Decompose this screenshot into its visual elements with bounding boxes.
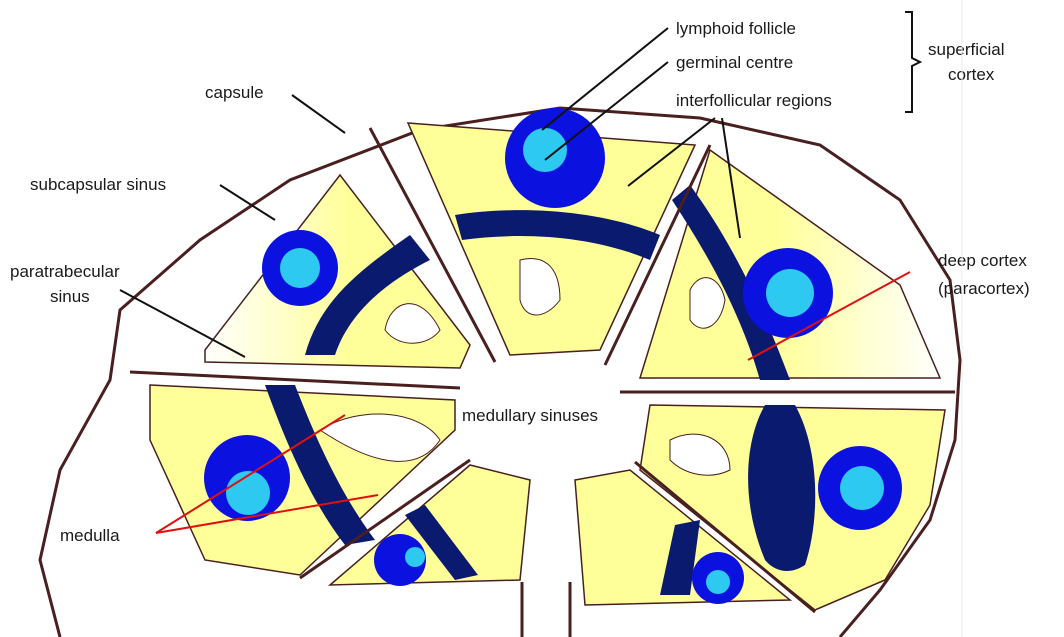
germinal-centre-upper-left <box>280 248 320 288</box>
superficial-cortex-bracket <box>905 12 920 112</box>
germinal-centre-right-upper <box>766 269 814 317</box>
leader-capsule <box>292 95 345 133</box>
label-interfollicular-regions: interfollicular regions <box>676 91 832 110</box>
label-superficial-cortex-1: superficial <box>928 40 1005 59</box>
label-deep-cortex-1: deep cortex <box>938 251 1027 270</box>
label-capsule: capsule <box>205 83 264 102</box>
label-paratrabecular-1: paratrabecular <box>10 262 120 281</box>
hilum <box>522 580 570 637</box>
germinal-centre-bottom-right <box>706 570 730 594</box>
label-medulla: medulla <box>60 526 120 545</box>
germinal-centre-bottom-left <box>405 547 425 567</box>
germinal-centre-left-lower <box>226 471 270 515</box>
label-germinal-centre: germinal centre <box>676 53 793 72</box>
label-lymphoid-follicle: lymphoid follicle <box>676 19 796 38</box>
label-paratrabecular-2: sinus <box>50 287 90 306</box>
germinal-centre-top <box>523 128 567 172</box>
label-subcapsular-sinus: subcapsular sinus <box>30 175 166 194</box>
germinal-centre-right-lower <box>840 466 884 510</box>
label-medullary-sinuses: medullary sinuses <box>462 406 598 425</box>
label-deep-cortex-2: (paracortex) <box>938 279 1030 298</box>
label-superficial-cortex-2: cortex <box>948 65 995 84</box>
